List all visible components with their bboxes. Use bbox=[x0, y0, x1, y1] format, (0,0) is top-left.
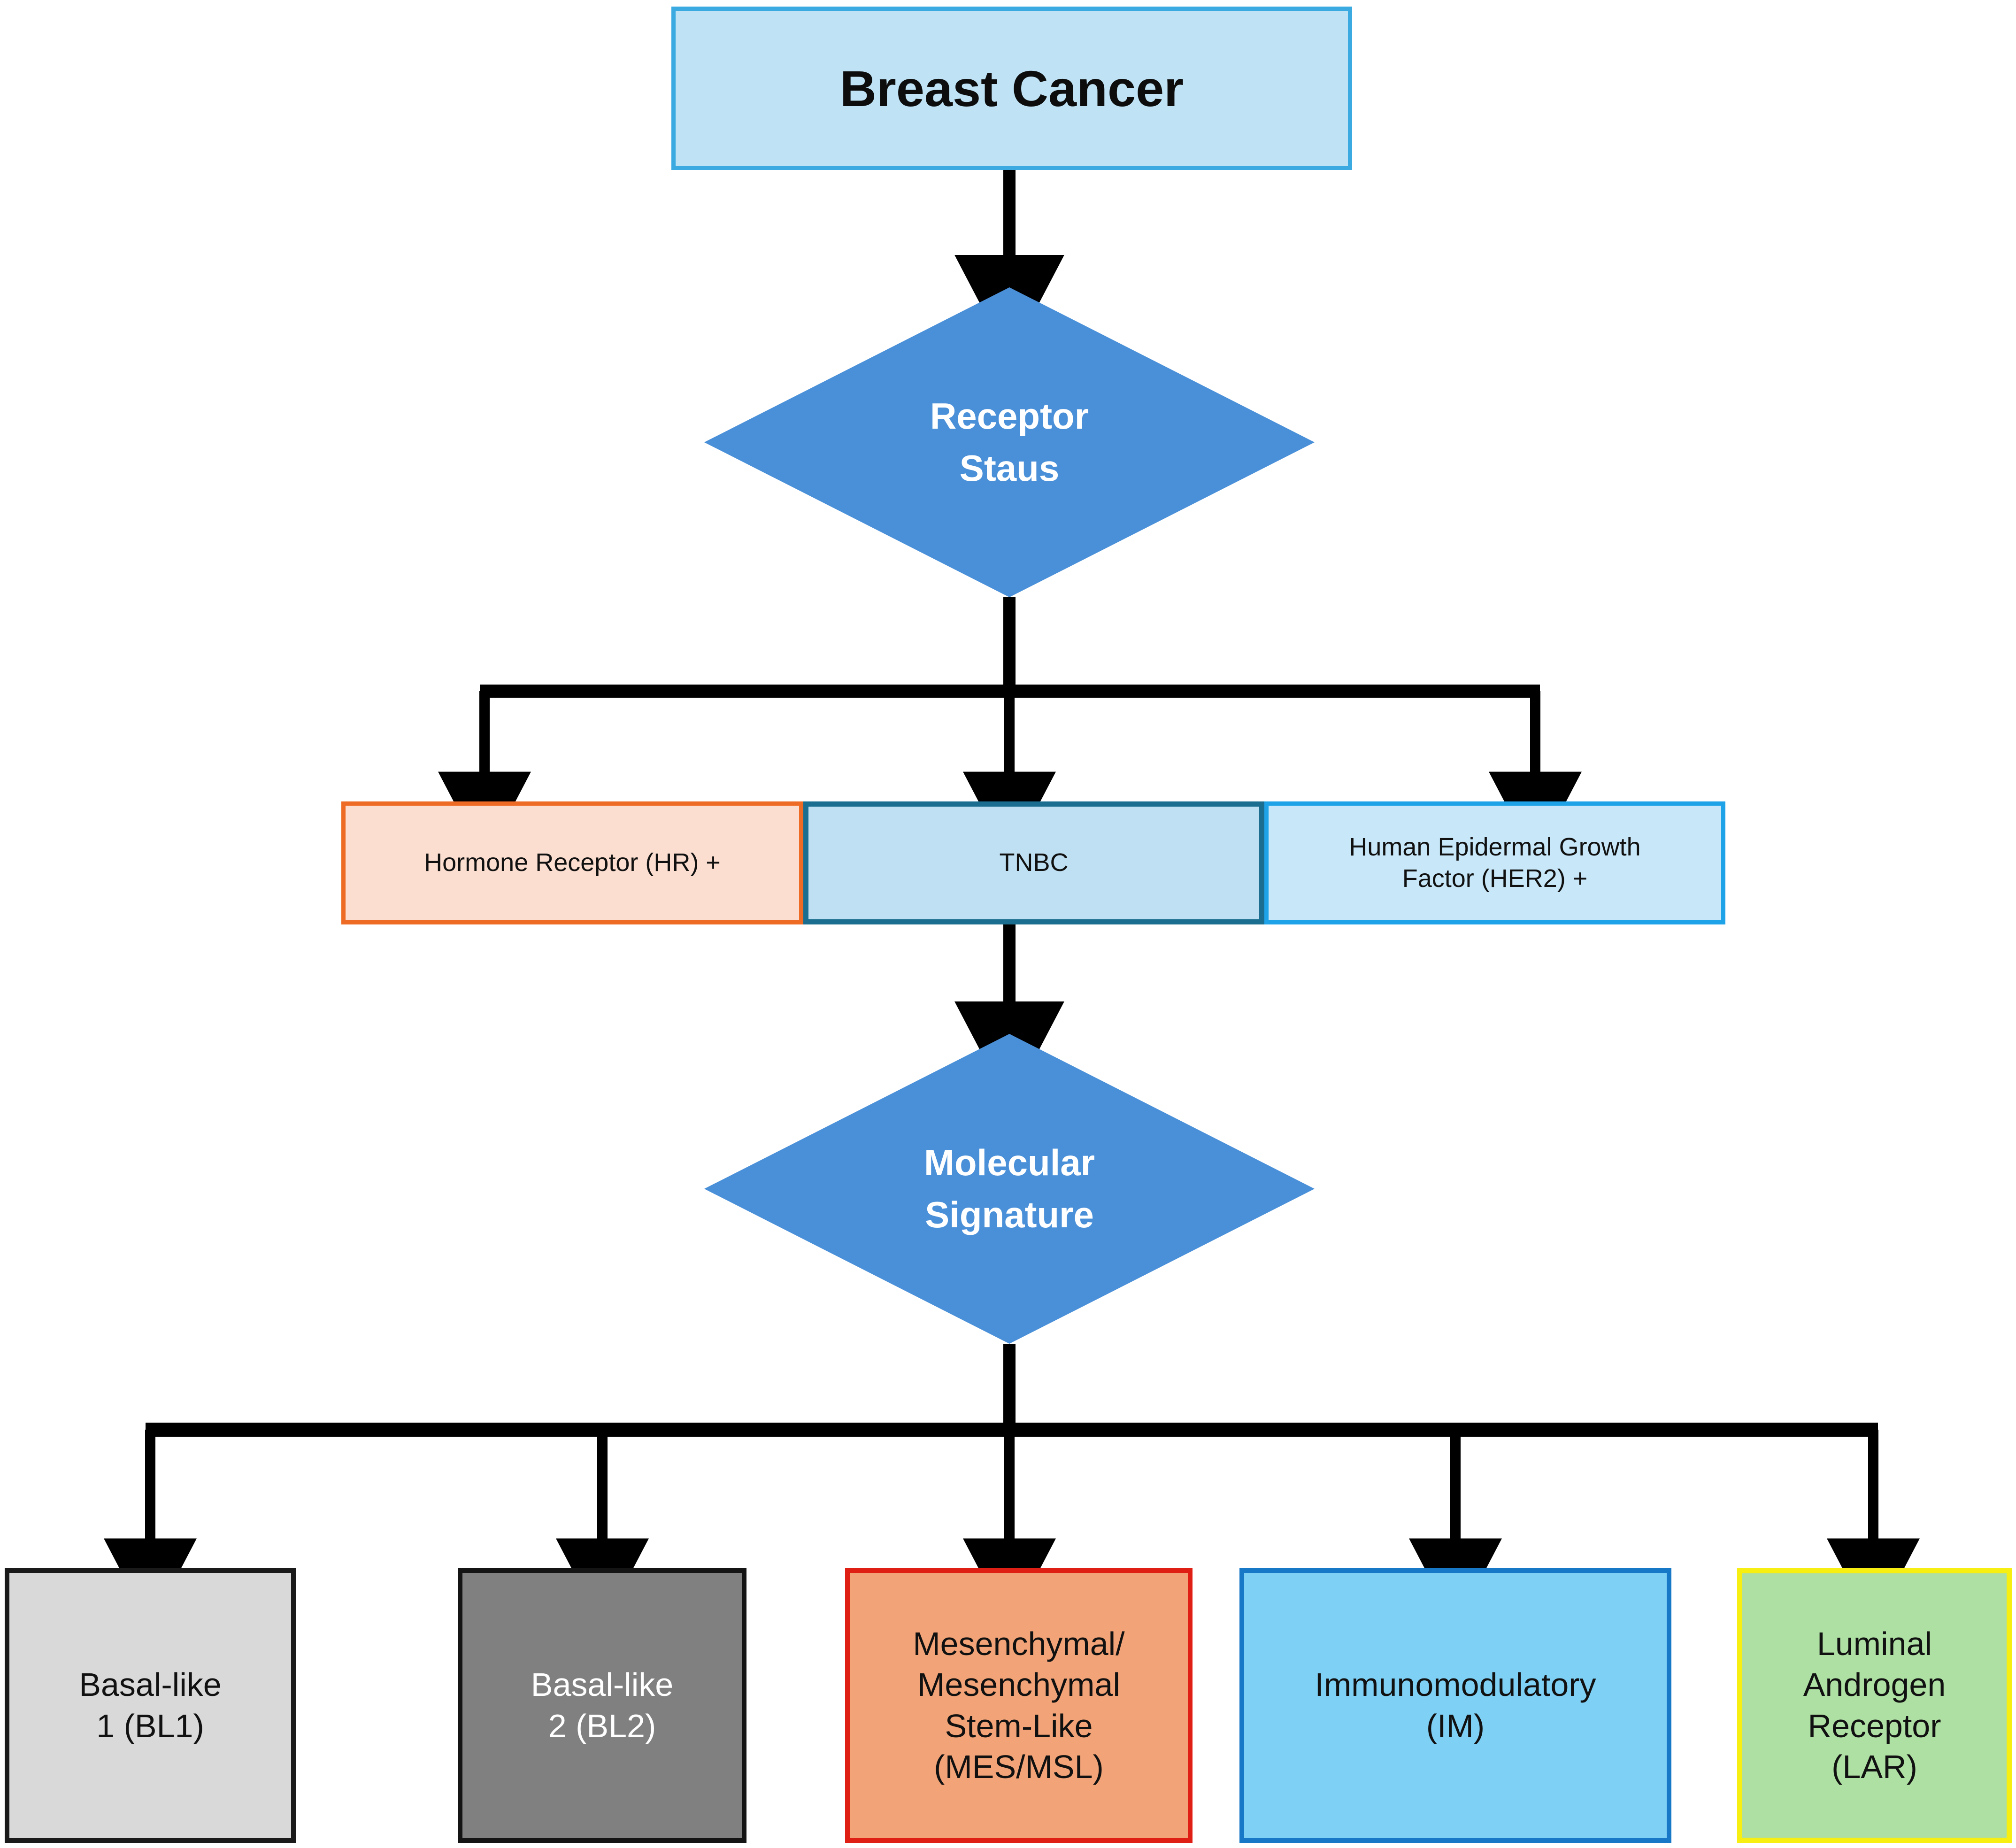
node-her2-positive[interactable]: Human Epidermal Growth Factor (HER2) + bbox=[1264, 801, 1725, 924]
node-basal-like-1-label: Basal-like 1 (BL1) bbox=[79, 1666, 222, 1744]
node-immunomodulatory-label: Immunomodulatory (IM) bbox=[1315, 1666, 1596, 1744]
node-hormone-receptor-positive[interactable]: Hormone Receptor (HR) + bbox=[341, 801, 803, 924]
node-immunomodulatory[interactable]: Immunomodulatory (IM) bbox=[1239, 1568, 1671, 1843]
node-receptor-status-label: Receptor Staus bbox=[930, 395, 1089, 489]
node-molecular-signature-label: Molecular Signature bbox=[923, 1142, 1095, 1235]
node-basal-like-1[interactable]: Basal-like 1 (BL1) bbox=[5, 1568, 296, 1843]
edge-molecular-signature-fanout bbox=[104, 1344, 1920, 1627]
node-mesenchymal-stem-like-label: Mesenchymal/ Mesenchymal Stem-Like (MES/… bbox=[913, 1625, 1125, 1786]
node-her2-positive-label: Human Epidermal Growth Factor (HER2) + bbox=[1349, 832, 1641, 893]
node-breast-cancer[interactable]: Breast Cancer bbox=[671, 7, 1352, 170]
node-tnbc-label: TNBC bbox=[999, 848, 1069, 877]
node-basal-like-2-label: Basal-like 2 (BL2) bbox=[531, 1666, 674, 1744]
node-receptor-status[interactable]: Receptor Staus bbox=[704, 287, 1315, 597]
node-breast-cancer-label: Breast Cancer bbox=[839, 60, 1184, 117]
node-molecular-signature[interactable]: Molecular Signature bbox=[704, 1034, 1315, 1344]
edge-receptor-status-fanout bbox=[438, 597, 1582, 861]
node-luminal-androgen-receptor-label: Luminal Androgen Receptor (LAR) bbox=[1803, 1625, 1946, 1786]
node-mesenchymal-stem-like[interactable]: Mesenchymal/ Mesenchymal Stem-Like (MES/… bbox=[845, 1568, 1193, 1843]
node-hormone-receptor-positive-label: Hormone Receptor (HR) + bbox=[424, 848, 721, 877]
node-luminal-androgen-receptor[interactable]: Luminal Androgen Receptor (LAR) bbox=[1737, 1568, 2012, 1843]
node-tnbc[interactable]: TNBC bbox=[803, 801, 1264, 924]
node-basal-like-2[interactable]: Basal-like 2 (BL2) bbox=[458, 1568, 746, 1843]
